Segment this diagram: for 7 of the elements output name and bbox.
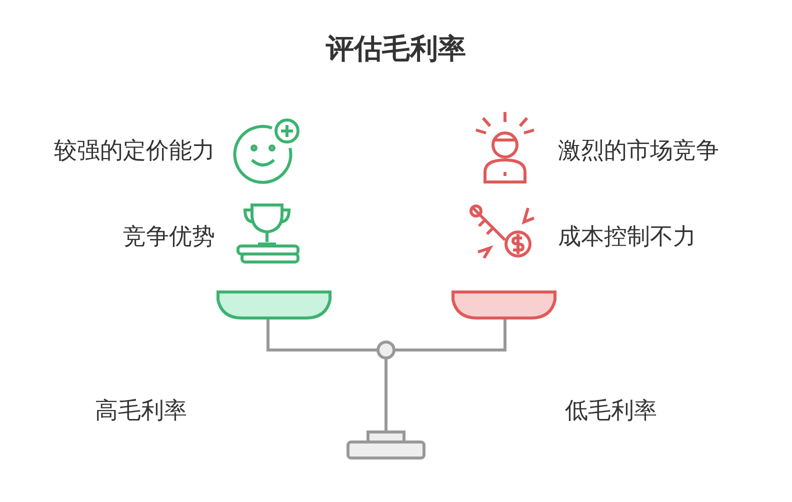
scale-pan-label: 高毛利率 bbox=[95, 397, 187, 426]
text-label: 成本控制不力 bbox=[558, 223, 696, 252]
text-label: 较强的定价能力 bbox=[54, 137, 215, 166]
scale-pan-label: 低毛利率 bbox=[565, 397, 657, 426]
diagram-title: 评估毛利率 bbox=[324, 34, 467, 64]
text-label: 竞争优势 bbox=[123, 223, 215, 252]
text-label: 激烈的市场竞争 bbox=[558, 137, 719, 166]
